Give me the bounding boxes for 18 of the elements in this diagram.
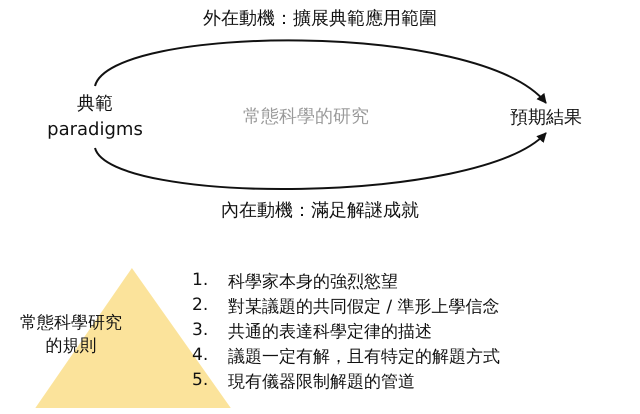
list-number: 5. — [192, 370, 208, 390]
list-item: 共通的表達科學定律的描述 — [228, 321, 432, 343]
list-item: 對某議題的共同假定 / 準形上學信念 — [228, 296, 500, 318]
triangle-text: 常態科學研究的規則 — [19, 312, 123, 358]
list-item: 現有儀器限制解題的管道 — [228, 371, 415, 393]
list-number: 4. — [192, 345, 208, 365]
list-item: 科學家本身的強烈慾望 — [228, 271, 398, 293]
node-text: 典範 paradigms — [46, 92, 144, 142]
list-item: 議題一定有解，且有特定的解題方式 — [228, 346, 500, 368]
center-label: 常態科學的研究 — [243, 105, 369, 128]
curved-arrow — [94, 132, 547, 190]
list-number: 2. — [192, 295, 208, 315]
list-number: 3. — [192, 320, 208, 340]
edge-label: 內在動機：滿足解謎成就 — [220, 199, 420, 222]
edge-label: 外在動機：擴展典範應用範圍 — [202, 7, 438, 30]
curved-arrow — [94, 40, 547, 104]
node-text: 預期結果 — [510, 107, 582, 129]
list-number: 1. — [192, 270, 208, 290]
